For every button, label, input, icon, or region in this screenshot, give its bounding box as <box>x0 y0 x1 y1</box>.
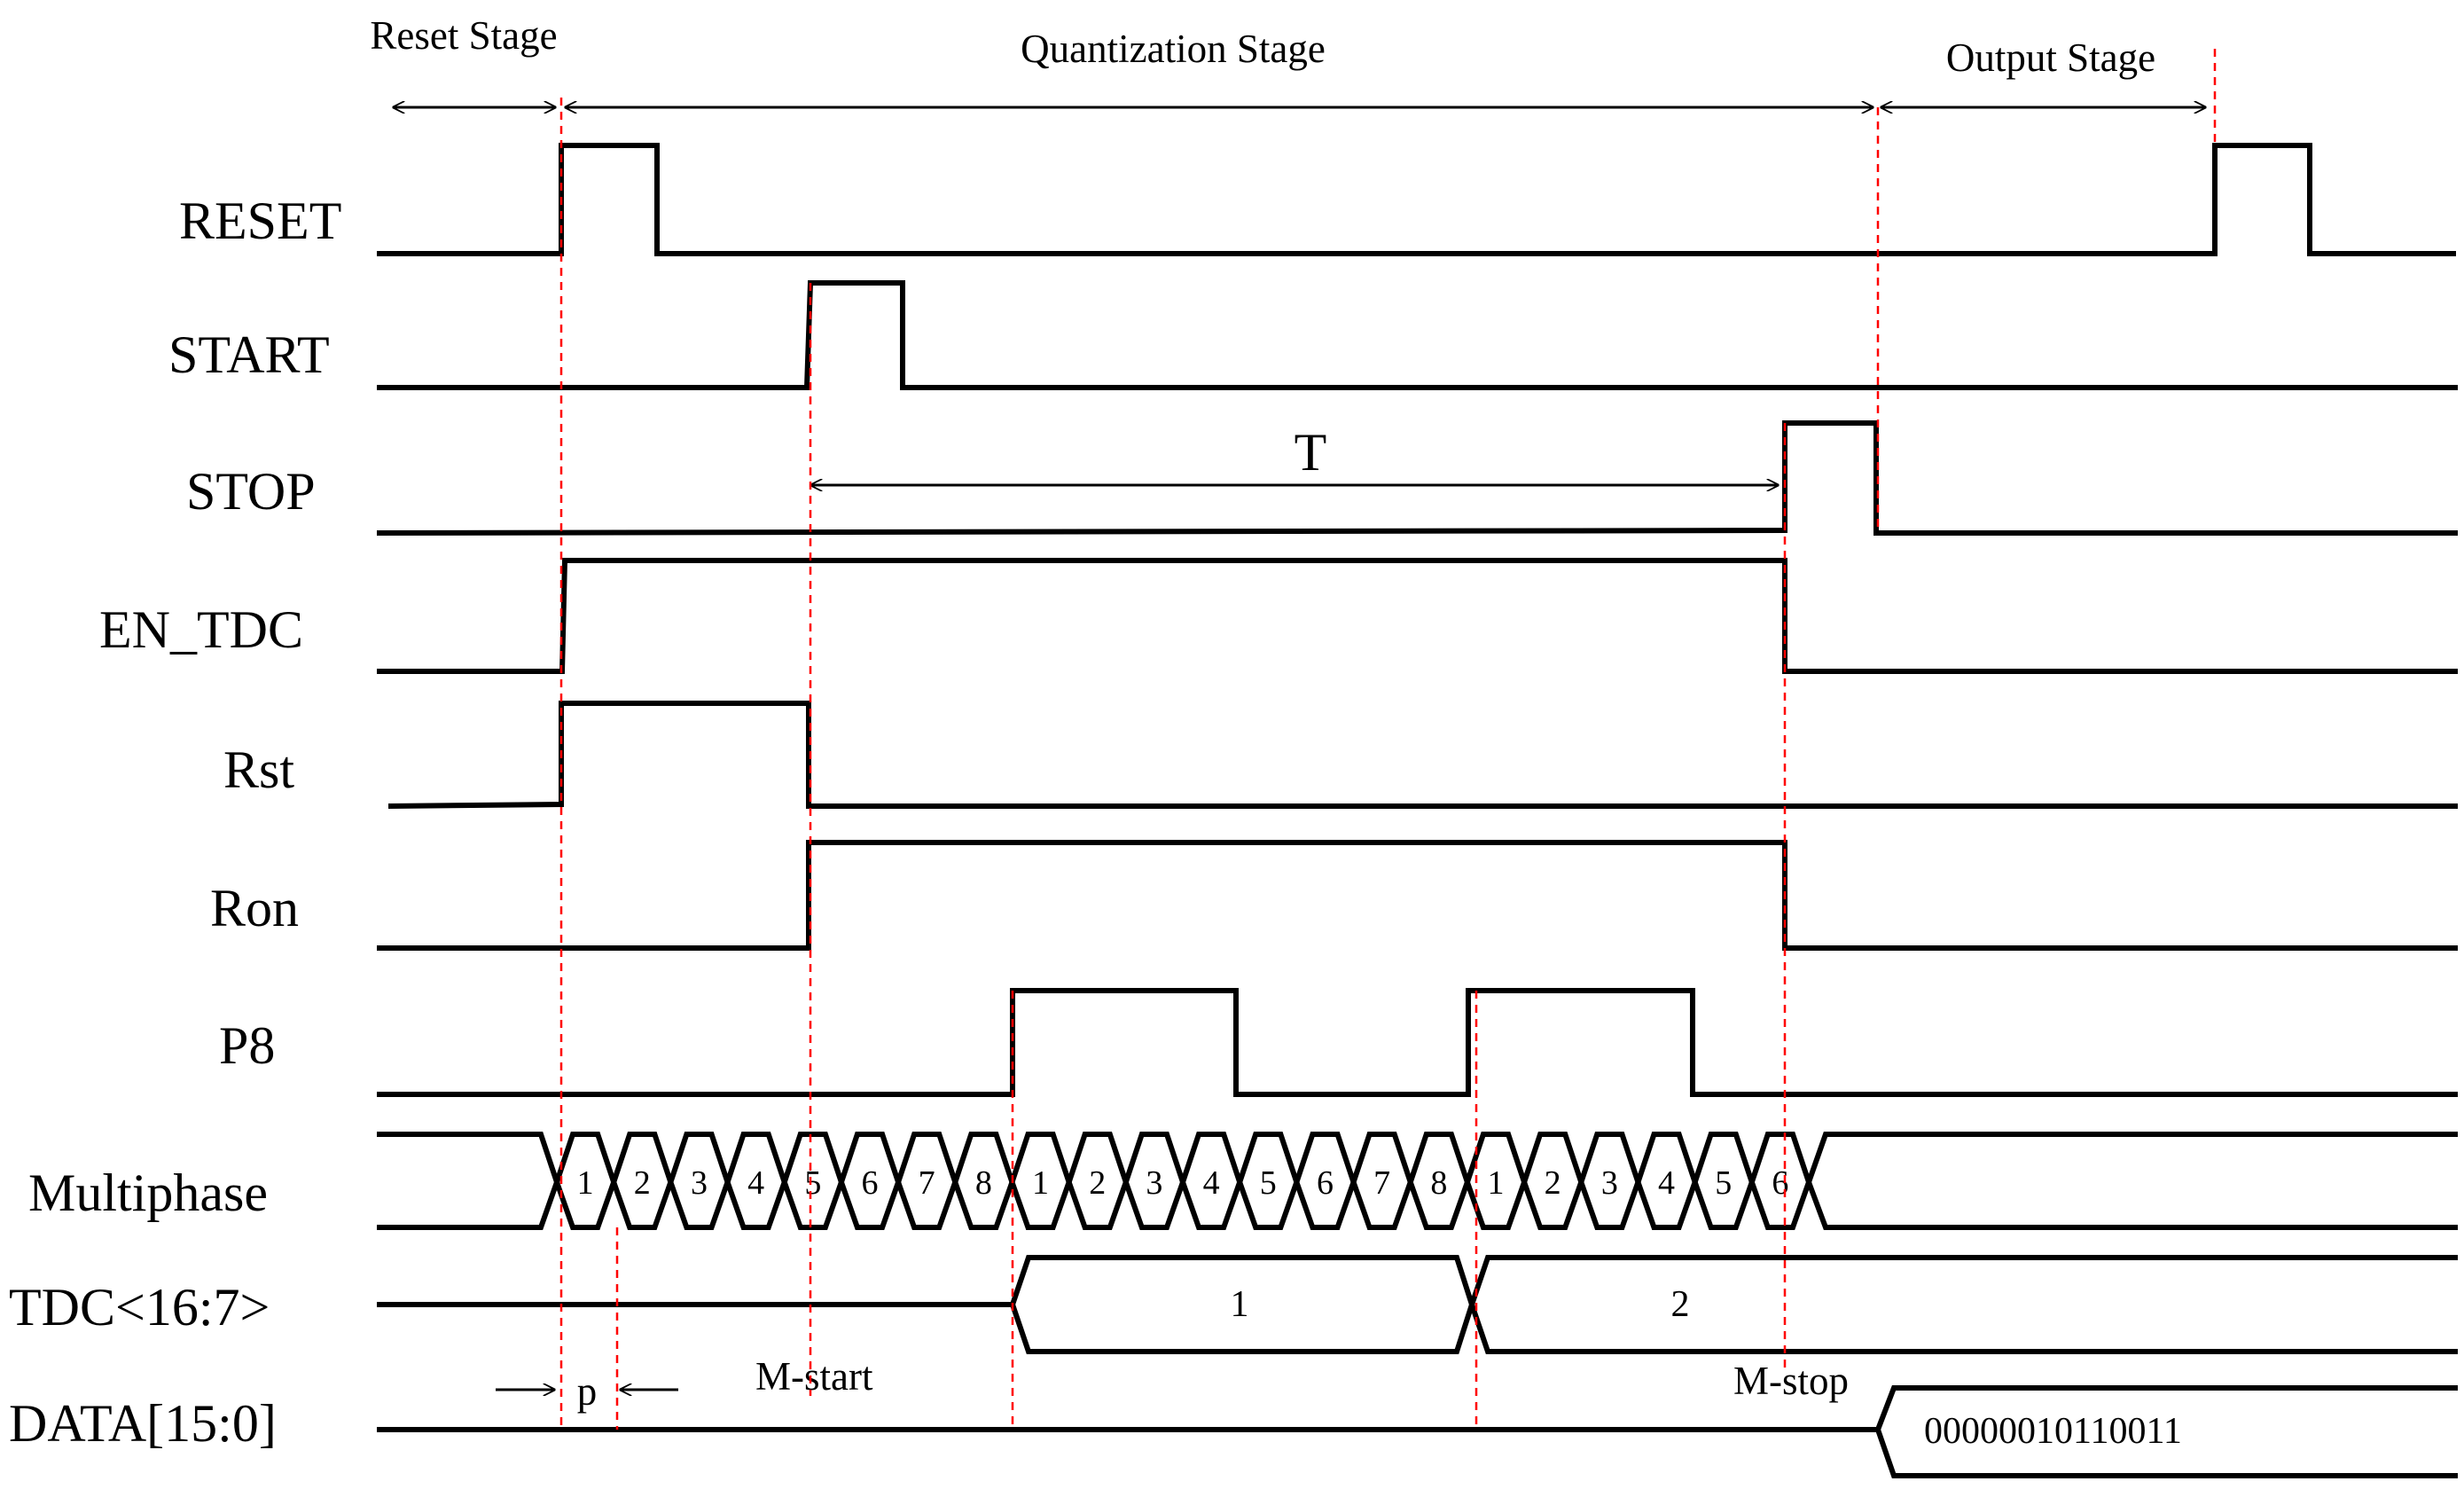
multiphase-cell-label: 4 <box>747 1164 764 1202</box>
start-waveform <box>377 280 2458 390</box>
signal-label-reset: RESET <box>179 192 341 250</box>
m-start-label: M-start <box>755 1354 873 1399</box>
signal-label-stop: STOP <box>186 462 316 521</box>
multiphase-cell-label: 7 <box>1373 1164 1390 1202</box>
p8-waveform <box>377 988 2458 1097</box>
multiphase-cell-label: 2 <box>634 1164 651 1202</box>
multiphase-cell-label: 2 <box>1545 1164 1561 1202</box>
signal-label-p8: P8 <box>219 1016 275 1075</box>
quantization-stage-label: Quantization Stage <box>1021 27 1326 71</box>
multiphase-cell-label: 5 <box>804 1164 821 1202</box>
multiphase-cell-label: 1 <box>577 1164 594 1202</box>
multiphase-cell-label: 5 <box>1715 1164 1732 1202</box>
multiphase-cell-label: 3 <box>691 1164 708 1202</box>
signal-label-data: DATA[15:0] <box>9 1394 277 1453</box>
data-bus-lower <box>1875 1429 2458 1478</box>
interval-t-label: T <box>1295 423 1327 482</box>
multiphase-cell-label: 3 <box>1146 1164 1162 1202</box>
multiphase-cell-label: 4 <box>1658 1164 1675 1202</box>
m-stop-label: M-stop <box>1733 1359 1849 1403</box>
signal-label-multiphase: Multiphase <box>28 1164 268 1222</box>
rst-waveform <box>387 701 2458 809</box>
tdc-bus-lower <box>1010 1296 2458 1354</box>
signal-label-start: START <box>168 325 330 384</box>
signal-label-tdc: TDC<16:7> <box>9 1278 270 1336</box>
signal-label-rst: Rst <box>223 741 294 799</box>
multiphase-lead <box>377 1132 560 1230</box>
multiphase-bus: 1 2 3 4 5 6 7 8 1 2 3 4 5 6 7 8 1 2 3 4 5 6 <box>377 1132 2458 1230</box>
ron-waveform <box>377 840 2458 951</box>
output-stage-label: Output Stage <box>1946 35 2155 80</box>
tdc-value-2: 2 <box>1671 1284 1690 1325</box>
en-tdc-waveform <box>377 558 2458 674</box>
multiphase-cell-label: 7 <box>919 1164 935 1202</box>
multiphase-cell-label: 5 <box>1260 1164 1277 1202</box>
multiphase-cell-label: 1 <box>1032 1164 1049 1202</box>
signal-label-ron: Ron <box>210 879 299 937</box>
multiphase-cell-label: 6 <box>1772 1164 1788 1202</box>
multiphase-cell-label: 2 <box>1089 1164 1106 1202</box>
signal-label-en-tdc: EN_TDC <box>99 600 303 659</box>
data-bus-upper <box>377 1385 2458 1432</box>
multiphase-cell-label: 8 <box>1430 1164 1447 1202</box>
multiphase-cell-label: 6 <box>1317 1164 1334 1202</box>
stop-waveform <box>376 420 2458 536</box>
reset-waveform <box>377 143 2456 256</box>
multiphase-cell-label: 8 <box>975 1164 992 1202</box>
multiphase-cell-label: 3 <box>1601 1164 1618 1202</box>
tdc-bus-upper <box>377 1255 2458 1313</box>
multiphase-trail-top <box>1806 1132 2458 1183</box>
data-value: 00000010110011 <box>1924 1411 2182 1452</box>
phase-width-label: p <box>577 1369 598 1414</box>
multiphase-cell-label: 4 <box>1203 1164 1220 1202</box>
multiphase-trail-bottom <box>1806 1180 2458 1230</box>
multiphase-cell-label: 6 <box>862 1164 879 1202</box>
reset-stage-label: Reset Stage <box>370 13 557 58</box>
multiphase-cell-label: 1 <box>1488 1164 1505 1202</box>
tdc-value-1: 1 <box>1231 1284 1249 1325</box>
